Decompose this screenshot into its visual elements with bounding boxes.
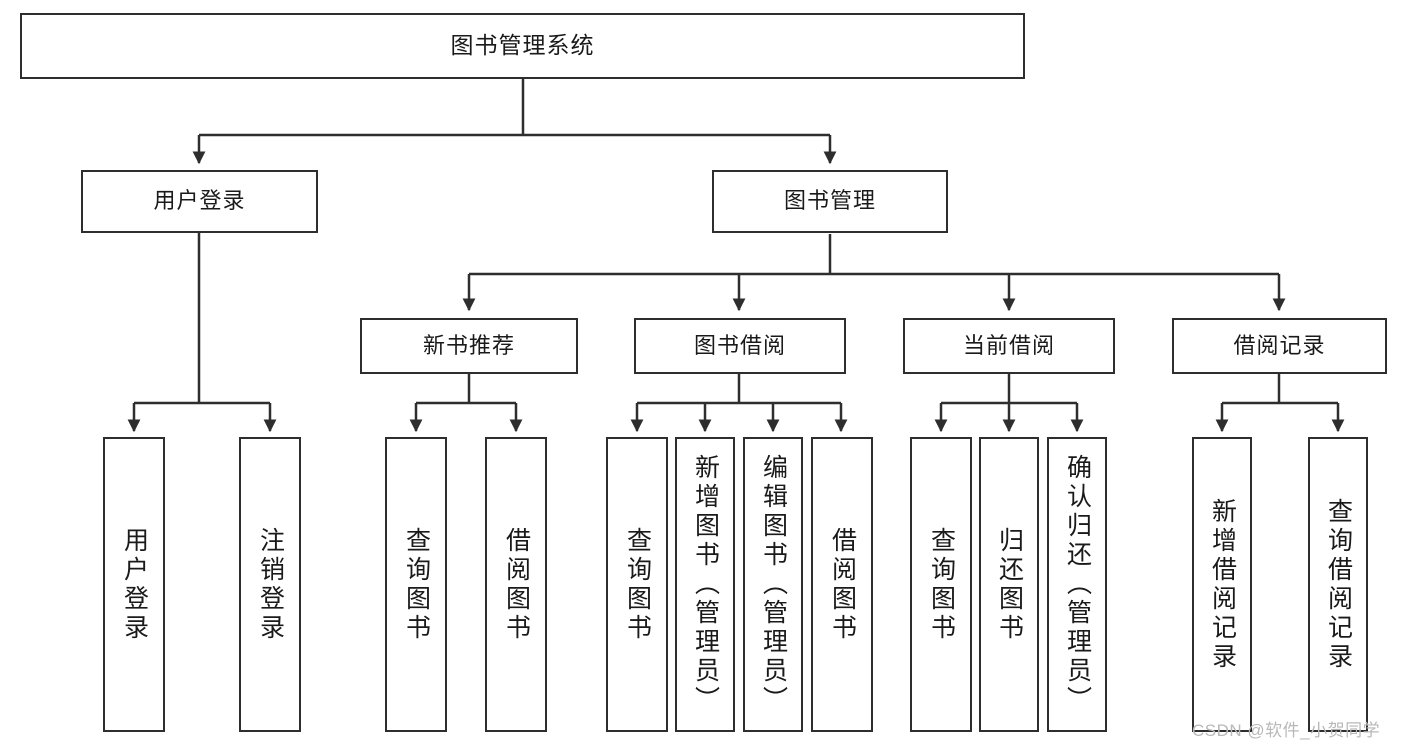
node-label: 确认归还（管理员） (1063, 454, 1092, 715)
node-label: 归还图书 (995, 526, 1024, 643)
node-root-book-management-system[interactable]: 图书管理系统 (20, 13, 1025, 79)
leaf-new-book-query-books[interactable]: 查询图书 (385, 437, 447, 732)
node-label: 编辑图书（管理员） (759, 454, 788, 715)
csdn-watermark: CSDN @软件_小贺同学 (1192, 721, 1381, 740)
leaf-current-query-books[interactable]: 查询图书 (910, 437, 972, 732)
leaf-borrow-query-books[interactable]: 查询图书 (606, 437, 668, 732)
node-label: 当前借阅 (962, 332, 1055, 358)
leaf-current-confirm-return-admin[interactable]: 确认归还（管理员） (1047, 437, 1107, 732)
node-label: 用户登录 (120, 526, 149, 643)
leaf-user-login-logout[interactable]: 注销登录 (239, 437, 301, 732)
node-book-management[interactable]: 图书管理 (712, 170, 948, 233)
node-label: 查询借阅记录 (1324, 497, 1353, 672)
node-label: 查询图书 (927, 526, 956, 643)
node-label: 新增图书（管理员） (691, 454, 720, 715)
leaf-borrow-add-book-admin[interactable]: 新增图书（管理员） (675, 437, 735, 732)
node-user-login[interactable]: 用户登录 (81, 170, 318, 233)
node-label: 新增借阅记录 (1208, 497, 1237, 672)
leaf-record-query-borrow-record[interactable]: 查询借阅记录 (1308, 437, 1368, 732)
leaf-borrow-borrow-books[interactable]: 借阅图书 (811, 437, 873, 732)
leaf-user-login-login[interactable]: 用户登录 (103, 437, 165, 732)
node-label: 用户登录 (153, 188, 246, 214)
node-label: 图书管理 (783, 188, 876, 214)
node-borrow-records[interactable]: 借阅记录 (1172, 318, 1387, 374)
node-label: 图书管理系统 (450, 32, 595, 59)
node-current-borrowing[interactable]: 当前借阅 (903, 318, 1115, 374)
leaf-current-return-books[interactable]: 归还图书 (979, 437, 1039, 732)
node-label: 查询图书 (402, 526, 431, 643)
leaf-borrow-edit-book-admin[interactable]: 编辑图书（管理员） (743, 437, 803, 732)
node-label: 借阅图书 (502, 526, 531, 643)
node-label: 图书借阅 (693, 332, 786, 358)
leaf-new-book-borrow-books[interactable]: 借阅图书 (485, 437, 547, 732)
node-label: 借阅记录 (1233, 332, 1326, 358)
node-label: 注销登录 (256, 526, 285, 643)
node-label: 借阅图书 (828, 526, 857, 643)
leaf-record-add-borrow-record[interactable]: 新增借阅记录 (1192, 437, 1252, 732)
node-book-borrowing[interactable]: 图书借阅 (634, 318, 846, 374)
node-label: 新书推荐 (422, 332, 515, 358)
node-new-book-recommendation[interactable]: 新书推荐 (360, 318, 578, 374)
node-label: 查询图书 (623, 526, 652, 643)
